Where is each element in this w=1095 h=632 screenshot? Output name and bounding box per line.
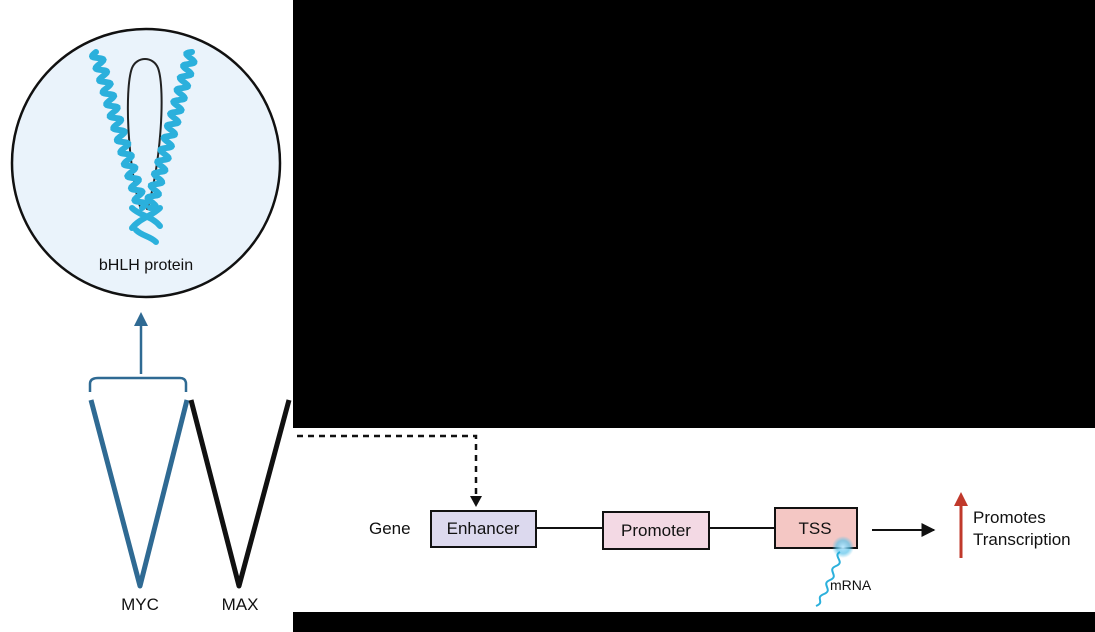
pointer-arrow <box>134 312 148 374</box>
protein-label: bHLH protein <box>99 257 193 274</box>
promoter-label: Promoter <box>621 521 691 540</box>
right-helix-icon <box>144 49 198 211</box>
myc-label: MYC <box>121 595 159 614</box>
enhancer-box <box>430 510 537 548</box>
max-label: MAX <box>222 595 259 614</box>
myc-subunit <box>88 399 190 589</box>
tss-label: TSS <box>798 519 831 538</box>
protein-inset: bHLH protein <box>10 27 282 299</box>
binding-connector <box>297 434 482 507</box>
promoter-box <box>602 511 710 550</box>
max-subunit <box>188 399 292 589</box>
mrna-label: mRNA <box>830 577 872 593</box>
polymerase-glow-icon <box>832 536 854 558</box>
enhancer-label: Enhancer <box>447 519 520 538</box>
helix-tail-icon <box>129 205 163 245</box>
gene-label: Gene <box>369 519 411 538</box>
myc-bracket <box>88 376 188 392</box>
up-arrow-icon <box>954 492 968 558</box>
mrna-strand-icon <box>815 551 841 607</box>
outcome-line1: Promotes <box>973 508 1046 527</box>
outcome-line2: Transcription <box>973 530 1071 549</box>
protein-circle <box>10 27 282 299</box>
left-helix-icon <box>88 49 150 211</box>
